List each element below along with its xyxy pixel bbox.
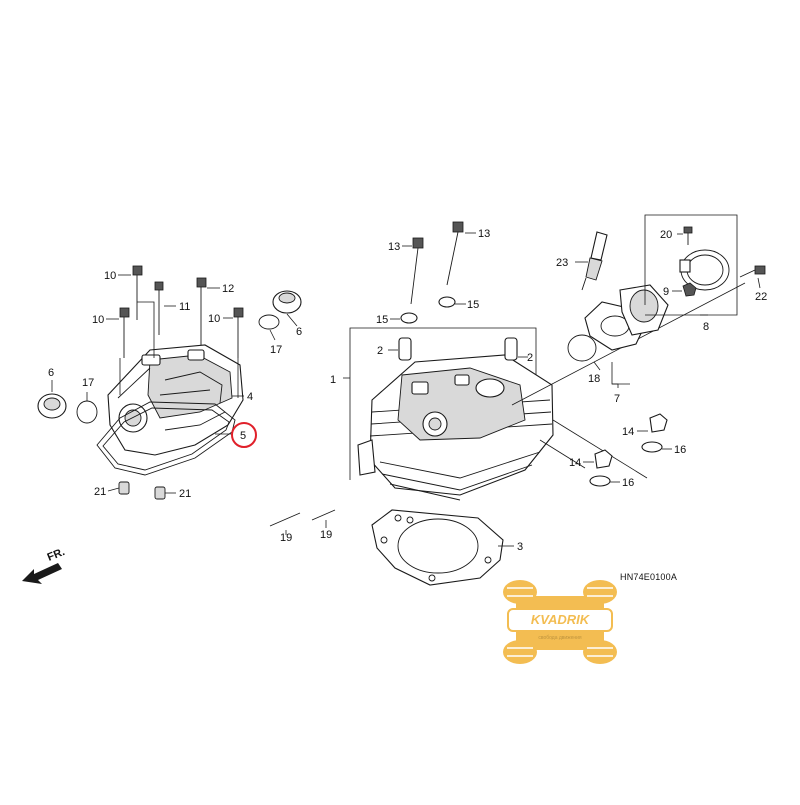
callout-3: 3 <box>517 541 523 553</box>
head-studs <box>269 221 464 527</box>
intake-o-ring <box>567 334 597 362</box>
callout-14: 14 <box>622 426 634 438</box>
callout-17: 17 <box>82 377 94 389</box>
cylinder-head-gasket <box>371 509 504 586</box>
callout-2: 2 <box>527 352 533 364</box>
spark-plug <box>581 231 608 291</box>
watermark-brand: KVADRIK <box>531 612 591 627</box>
callout-2: 2 <box>377 345 383 357</box>
callout-21: 21 <box>179 488 191 500</box>
callout-17: 17 <box>270 344 282 356</box>
callout-13: 13 <box>478 228 490 240</box>
cylinder-head-bracket <box>343 327 537 480</box>
drawing-code: HN74E0100A <box>620 572 677 582</box>
front-direction-arrow: FR. <box>22 546 67 584</box>
left-bolts <box>119 265 244 358</box>
callout-16: 16 <box>674 444 686 456</box>
callout-23: 23 <box>556 257 568 269</box>
cylinder-head <box>357 354 554 501</box>
front-label: FR. <box>46 546 67 564</box>
left-sealing-parts <box>37 290 302 500</box>
right-leader-lines <box>575 233 761 483</box>
callout-16: 16 <box>622 477 634 489</box>
callout-10: 10 <box>208 313 220 325</box>
callout-1: 1 <box>330 374 336 386</box>
intake-insulator <box>584 284 669 351</box>
callout-13: 13 <box>388 241 400 253</box>
callout-19: 19 <box>280 532 292 544</box>
callout-19: 19 <box>320 529 332 541</box>
callout-labels: 10 10 11 12 10 4 5 6 17 6 17 21 21 1 2 2… <box>48 228 767 553</box>
callout-8: 8 <box>703 321 709 333</box>
callout-14: 14 <box>569 457 581 469</box>
callout-11: 11 <box>179 301 190 313</box>
left-leader-lines <box>51 274 298 494</box>
highlight-circle <box>231 422 257 448</box>
callout-10: 10 <box>104 270 116 282</box>
callout-15: 15 <box>376 314 388 326</box>
insulator-band <box>679 249 730 291</box>
callout-15: 15 <box>467 299 479 311</box>
callout-9: 9 <box>663 286 669 298</box>
valve-guides <box>398 337 518 361</box>
watermark-tagline: свобода движения <box>538 635 582 641</box>
callout-4: 4 <box>247 391 253 403</box>
callout-18: 18 <box>588 373 600 385</box>
right-brackets <box>611 214 738 388</box>
callout-21: 21 <box>94 486 106 498</box>
right-small-parts <box>589 226 766 487</box>
head-cover-gasket <box>96 401 236 476</box>
callout-6: 6 <box>48 367 54 379</box>
callout-22: 22 <box>755 291 767 303</box>
callout-7: 7 <box>614 393 620 405</box>
kvadrik-watermark-logo: KVADRIK свобода движения <box>503 580 617 664</box>
callout-10: 10 <box>92 314 104 326</box>
callout-5: 5 <box>240 430 246 442</box>
callout-12: 12 <box>222 283 234 295</box>
callout-20: 20 <box>660 229 672 241</box>
callout-6: 6 <box>296 326 302 338</box>
